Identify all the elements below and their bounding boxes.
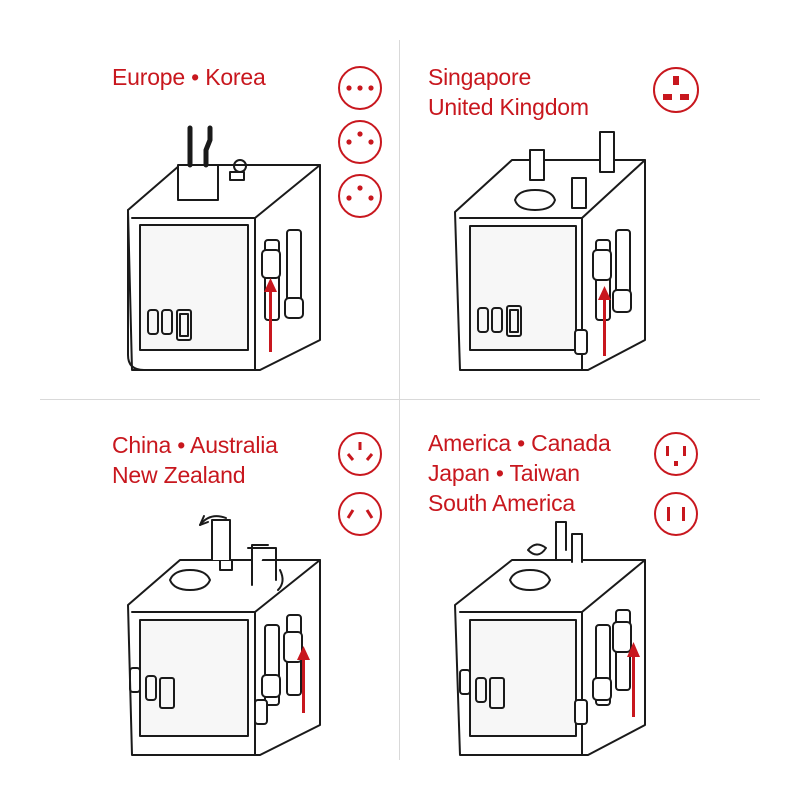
region-label: China • Australia New Zealand bbox=[112, 430, 278, 490]
australia-socket-icon bbox=[338, 432, 382, 476]
panel-singapore-uk: Singapore United Kingdom bbox=[400, 40, 760, 400]
region-label: America • Canada Japan • Taiwan South Am… bbox=[428, 428, 611, 518]
travel-adapter-uk-plug bbox=[454, 131, 646, 371]
us-socket-icon bbox=[654, 492, 698, 536]
region-label-line: China • Australia bbox=[112, 432, 278, 458]
us-socket-icons bbox=[654, 432, 698, 536]
australia-socket-icons bbox=[338, 432, 382, 536]
us-grounded-socket-icon bbox=[654, 432, 698, 476]
region-label-line: Singapore bbox=[428, 64, 532, 90]
horizontal-divider bbox=[40, 399, 760, 400]
uk-socket-icon bbox=[653, 67, 699, 113]
region-label-line: America • Canada bbox=[428, 430, 611, 456]
travel-adapter-europe-plug bbox=[127, 125, 321, 371]
region-label-line: Japan • Taiwan bbox=[428, 460, 580, 486]
travel-adapter-us-plug bbox=[454, 521, 646, 756]
region-label-line: Europe • Korea bbox=[112, 64, 266, 90]
europe-grounded-socket-icon bbox=[338, 174, 382, 218]
europe-korea-socket-icons bbox=[338, 66, 382, 218]
region-label: Singapore United Kingdom bbox=[428, 62, 589, 122]
panel-america-canada-japan: America • Canada Japan • Taiwan South Am… bbox=[400, 400, 760, 760]
region-label-line: United Kingdom bbox=[428, 94, 589, 120]
panel-europe-korea: Europe • Korea bbox=[40, 40, 400, 400]
europe-socket-icon bbox=[338, 120, 382, 164]
region-label-line: New Zealand bbox=[112, 462, 246, 488]
panel-china-australia-nz: China • Australia New Zealand bbox=[40, 400, 400, 760]
australia-two-pin-socket-icon bbox=[338, 492, 382, 536]
region-label-line: South America bbox=[428, 490, 575, 516]
europe-socket-icon bbox=[338, 66, 382, 110]
vertical-divider bbox=[399, 40, 400, 760]
region-label: Europe • Korea bbox=[112, 62, 266, 92]
travel-adapter-australia-plug bbox=[127, 515, 321, 756]
